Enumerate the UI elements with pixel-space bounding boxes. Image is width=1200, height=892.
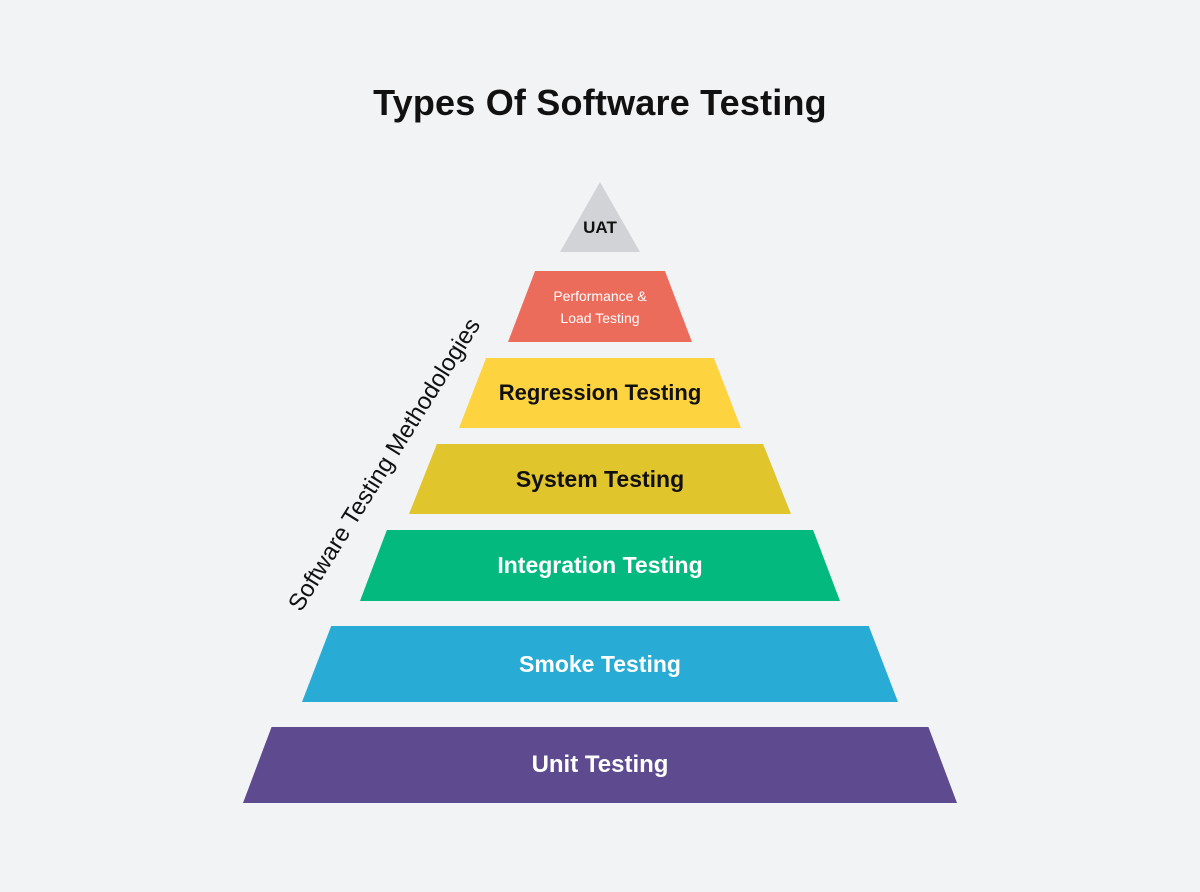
tier-performance-load: Performance & Load Testing <box>508 271 692 342</box>
tier-unit-testing: Unit Testing <box>243 727 957 803</box>
tier-uat-label: UAT <box>583 218 617 237</box>
tier-smoke-testing-label: Smoke Testing <box>519 650 681 677</box>
tier-uat: UAT <box>560 182 640 252</box>
tier-system-testing: System Testing <box>409 444 791 514</box>
tier-performance-load-label-line2: Load Testing <box>560 309 640 326</box>
tier-smoke-testing: Smoke Testing <box>302 626 898 702</box>
tier-unit-testing-label: Unit Testing <box>531 751 669 778</box>
tier-performance-load-label-line1: Performance & <box>553 287 647 304</box>
tier-integration-testing-label: Integration Testing <box>497 552 703 578</box>
tier-regression-testing-label: Regression Testing <box>498 380 702 405</box>
tier-integration-testing: Integration Testing <box>360 530 840 601</box>
diagram-title: Types Of Software Testing <box>373 82 827 123</box>
tier-system-testing-label: System Testing <box>515 465 685 492</box>
tier-regression-testing: Regression Testing <box>459 358 741 428</box>
